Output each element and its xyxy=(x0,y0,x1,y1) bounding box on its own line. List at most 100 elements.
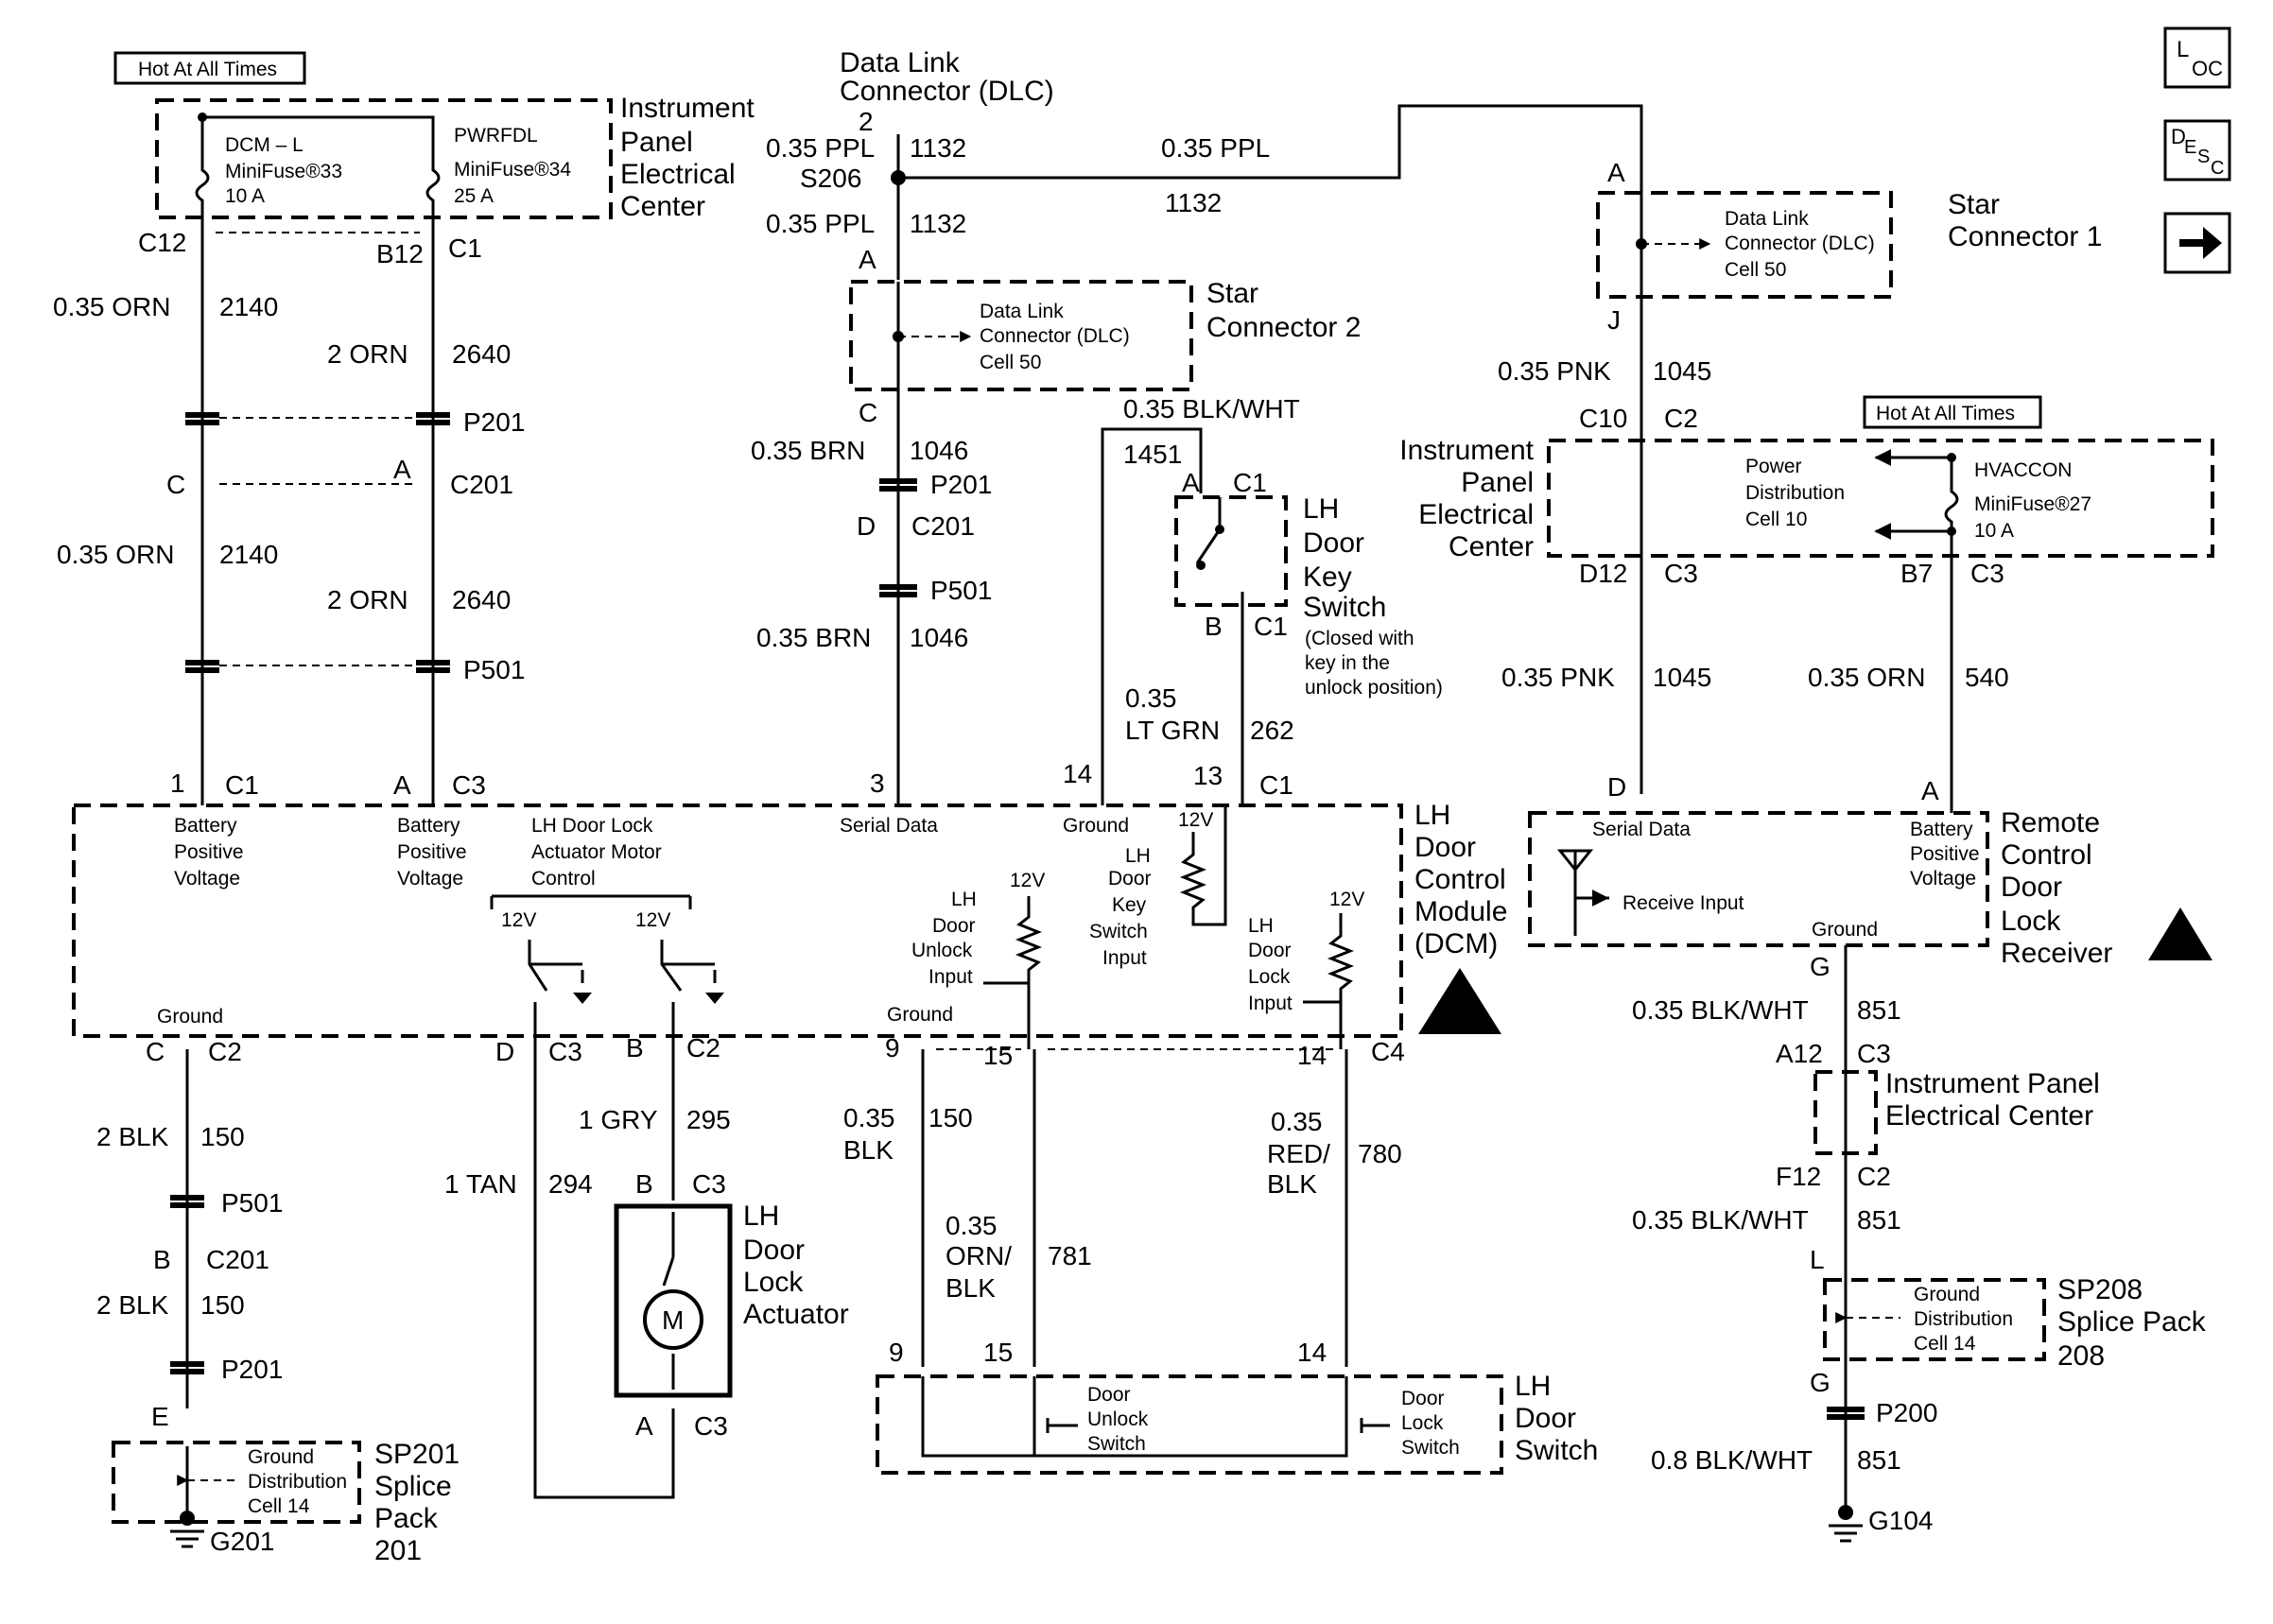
wire-ornblk-1: 0.35 xyxy=(946,1211,998,1240)
svg-text:HVACCON: HVACCON xyxy=(1974,459,2072,481)
dcm-ksi2: Door xyxy=(1108,868,1152,890)
ipec-top-label: Instrument Panel Electrical Center xyxy=(620,93,755,222)
ipec-right-label: Instrument Panel Electrical Center xyxy=(1399,435,1534,562)
dcm-dui4: Input xyxy=(928,966,973,988)
svg-text:Door: Door xyxy=(743,1235,805,1266)
act-c3-b: C3 xyxy=(694,1411,728,1441)
fuse-bus-wire xyxy=(202,115,435,151)
svg-text:Lock: Lock xyxy=(743,1267,804,1298)
fuse33-symbol xyxy=(195,117,210,227)
actuator-name: LH Door Lock Actuator xyxy=(743,1201,849,1330)
circuit-2640-a: 2640 xyxy=(452,339,511,369)
star-connector-2-box xyxy=(849,280,1193,391)
svg-text:Switch: Switch xyxy=(1303,592,1386,623)
rc-pin-a: A xyxy=(1921,776,1939,805)
svg-text:Actuator: Actuator xyxy=(743,1299,849,1330)
svg-text:Electrical: Electrical xyxy=(620,159,736,190)
wire-294 xyxy=(533,1049,675,1499)
ground-g201: G201 xyxy=(210,1527,275,1556)
svg-text:Lock: Lock xyxy=(2001,906,2061,937)
svg-text:Door: Door xyxy=(1515,1403,1576,1434)
conn-c3-r1: C3 xyxy=(1664,559,1698,588)
loc-button[interactable]: L OC xyxy=(2163,26,2231,89)
conn-c3-bottom: C3 xyxy=(548,1037,582,1066)
svg-text:25 A: 25 A xyxy=(454,185,494,207)
left-wires xyxy=(200,227,435,805)
relay-1 xyxy=(528,940,584,992)
svg-text:201: 201 xyxy=(374,1535,422,1566)
rc-serial-data: Serial Data xyxy=(1592,819,1691,840)
svg-text:Door: Door xyxy=(1414,832,1476,863)
loc-oc-text: OC xyxy=(2192,57,2223,80)
wire-ppl-2: 0.35 PPL xyxy=(1161,133,1270,163)
motor-m: M xyxy=(662,1305,684,1335)
conn-c201-m: C201 xyxy=(911,511,975,541)
conn-a12: A12 xyxy=(1776,1039,1823,1068)
circuit-781: 781 xyxy=(1048,1241,1092,1270)
dcm-dui1: LH xyxy=(951,889,977,910)
conn-p501-m: P501 xyxy=(930,576,992,605)
sc2-pin-c: C xyxy=(859,398,877,427)
conn-c3-dcm: C3 xyxy=(452,770,486,800)
conn-p201-a: P201 xyxy=(463,407,525,437)
dcm-bp2a: Battery xyxy=(397,815,460,837)
wire-035blk-2: BLK xyxy=(843,1135,894,1165)
wire-2blk-b: 2 BLK xyxy=(96,1290,169,1320)
key-input-pullup xyxy=(1179,805,1227,926)
hot-at-all-times-right: Hot At All Times xyxy=(1876,403,2015,424)
wire-035blk-1: 0.35 xyxy=(843,1103,895,1132)
hot-at-all-times-left: Hot At All Times xyxy=(138,59,277,80)
svg-text:Cell 50: Cell 50 xyxy=(980,352,1041,373)
wire-redblk-1: 0.35 xyxy=(1271,1107,1323,1136)
desc-button[interactable]: D E S C xyxy=(2163,119,2231,181)
circuit-1046-b: 1046 xyxy=(910,623,968,652)
power-dist-text: Power Distribution Cell 10 xyxy=(1745,456,1845,530)
wire-orn-540: 0.35 ORN xyxy=(1808,663,1926,692)
circuit-1045-a: 1045 xyxy=(1653,356,1711,386)
door-switch-wires xyxy=(921,1049,1348,1367)
conn-c2b-bottom: C2 xyxy=(686,1033,720,1063)
dcm-ksi5: Input xyxy=(1102,947,1147,969)
desc-d-text: D xyxy=(2171,125,2186,148)
circuit-851-c: 851 xyxy=(1857,1445,1901,1475)
desc-e-text: E xyxy=(2184,137,2196,158)
conn-b7: B7 xyxy=(1900,559,1933,588)
pin-13: 13 xyxy=(1193,761,1223,790)
dcm-12v-3: 12V xyxy=(1329,889,1364,910)
dcm-12v-2: 12V xyxy=(1010,870,1045,891)
ipec-bottom-box xyxy=(1813,1070,1878,1155)
rc-bp2: Positive xyxy=(1910,843,1980,865)
sp201-text: Ground Distribution Cell 14 xyxy=(248,1446,347,1517)
dcm-dli2: Door xyxy=(1248,940,1292,961)
dcm-bp1b: Positive xyxy=(174,841,244,863)
conn-d-m: D xyxy=(857,511,876,541)
svg-text:10 A: 10 A xyxy=(225,185,265,207)
wire-pnk-1: 0.35 PNK xyxy=(1498,356,1611,386)
circuit-851-b: 851 xyxy=(1857,1205,1901,1235)
circuit-1132-a: 1132 xyxy=(910,133,966,163)
wire-2orn-b: 2 ORN xyxy=(327,585,408,614)
next-arrow-button[interactable] xyxy=(2163,212,2231,274)
sc1-name: Star Connector 1 xyxy=(1948,189,2102,252)
dls2: Lock xyxy=(1401,1412,1444,1434)
conn-c2-g: C2 xyxy=(1857,1162,1891,1191)
dcm-ground-left: Ground xyxy=(157,1006,223,1028)
ipec-right-box xyxy=(1547,439,2214,558)
conn-c12: C12 xyxy=(138,228,186,257)
svg-text:Connector (DLC): Connector (DLC) xyxy=(840,76,1054,107)
svg-text:Cell 14: Cell 14 xyxy=(1914,1333,1976,1355)
svg-text:Connector (DLC): Connector (DLC) xyxy=(980,325,1130,347)
act-pin-a: A xyxy=(635,1411,653,1441)
svg-text:Receiver: Receiver xyxy=(2001,938,2112,969)
dls1: Door xyxy=(1401,1388,1445,1409)
svg-text:Panel: Panel xyxy=(1461,467,1534,498)
wire-blkwht-3: 0.8 BLK/WHT xyxy=(1651,1445,1813,1475)
wire-035orn-a: 0.35 ORN xyxy=(53,292,171,321)
svg-text:208: 208 xyxy=(2057,1340,2105,1372)
dcm-bp2b: Positive xyxy=(397,841,467,863)
desc-c-text: C xyxy=(2211,158,2224,179)
svg-text:Ground: Ground xyxy=(248,1446,314,1468)
svg-text:Electrical Center: Electrical Center xyxy=(1885,1100,2093,1132)
motor-symbol xyxy=(643,1289,703,1350)
